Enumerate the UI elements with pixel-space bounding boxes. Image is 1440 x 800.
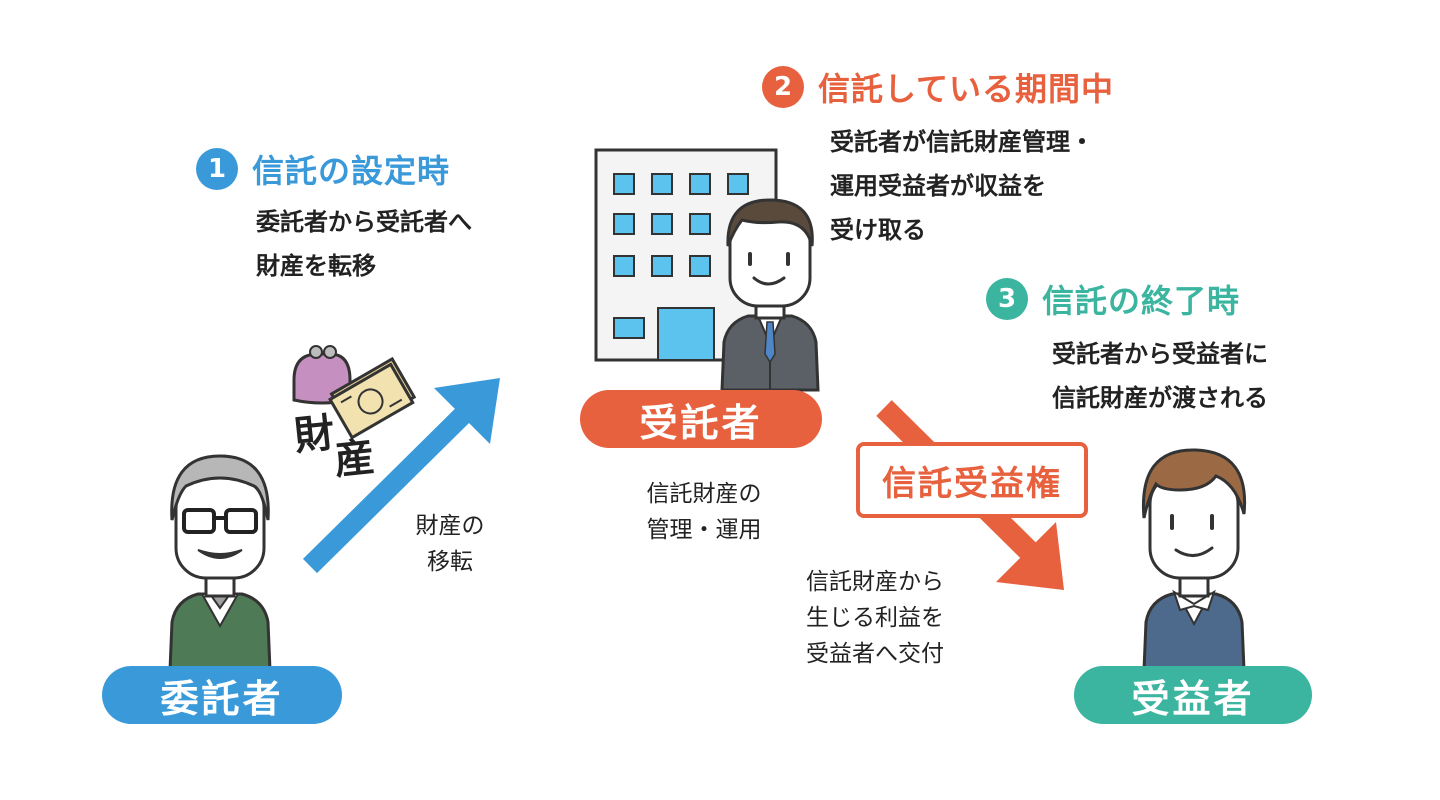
management-note-line: 信託財産の bbox=[646, 481, 762, 507]
property-label-char1: 財 bbox=[292, 410, 337, 460]
step2-desc-line: 受託者が信託財産管理・ bbox=[830, 128, 1094, 156]
property-label-char2: 産 bbox=[332, 434, 377, 484]
step1-desc-line: 委託者から受託者へ bbox=[256, 208, 472, 236]
step1-title: 信託の設定時 bbox=[252, 152, 451, 190]
benefit-note-line: 信託財産から bbox=[806, 569, 944, 595]
step3-title: 信託の終了時 bbox=[1042, 282, 1241, 320]
cash-bundle-icon bbox=[328, 356, 417, 440]
step3-description: 受託者から受益者に 信託財産が渡される bbox=[1052, 332, 1268, 420]
step3-desc-line: 受託者から受益者に bbox=[1052, 340, 1268, 368]
step2-description: 受託者が信託財産管理・ 運用受益者が収益を 受け取る bbox=[830, 120, 1094, 252]
step2-title: 信託している期間中 bbox=[818, 70, 1115, 108]
management-note: 信託財産の 管理・運用 bbox=[612, 476, 796, 548]
step3-header: 3 信託の終了時 bbox=[986, 276, 1240, 322]
transfer-note-line: 移転 bbox=[427, 549, 473, 575]
step1-header: 1 信託の設定時 bbox=[196, 146, 450, 192]
transfer-arrow-icon bbox=[302, 378, 500, 574]
businessman-icon bbox=[720, 198, 820, 392]
benefit-note-line: 受益者へ交付 bbox=[806, 641, 944, 667]
step2-desc-line: 運用受益者が収益を bbox=[830, 172, 1046, 200]
step1-number-badge: 1 bbox=[196, 148, 238, 190]
step2-number-badge: 2 bbox=[762, 66, 804, 108]
benefit-note: 信託財産から 生じる利益を 受益者へ交付 bbox=[770, 564, 980, 672]
management-note-line: 管理・運用 bbox=[646, 517, 762, 543]
step3-desc-line: 信託財産が渡される bbox=[1052, 384, 1268, 412]
settlor-label: 委託者 bbox=[102, 666, 342, 724]
step2-header: 2 信託している期間中 bbox=[762, 64, 1114, 110]
trustee-label: 受託者 bbox=[580, 390, 822, 448]
step1-desc-line: 財産を転移 bbox=[256, 252, 376, 280]
step3-number-badge: 3 bbox=[986, 278, 1028, 320]
beneficial-right-label: 信託受益権 bbox=[856, 442, 1088, 518]
transfer-note-line: 財産の bbox=[415, 513, 485, 539]
elderly-man-icon bbox=[168, 454, 272, 672]
step1-description: 委託者から受託者へ 財産を転移 bbox=[256, 200, 472, 288]
transfer-note: 財産の 移転 bbox=[392, 508, 508, 580]
young-man-icon bbox=[1141, 448, 1247, 672]
benefit-note-line: 生じる利益を bbox=[806, 605, 944, 631]
beneficiary-label: 受益者 bbox=[1074, 666, 1312, 724]
step2-desc-line: 受け取る bbox=[830, 216, 926, 244]
